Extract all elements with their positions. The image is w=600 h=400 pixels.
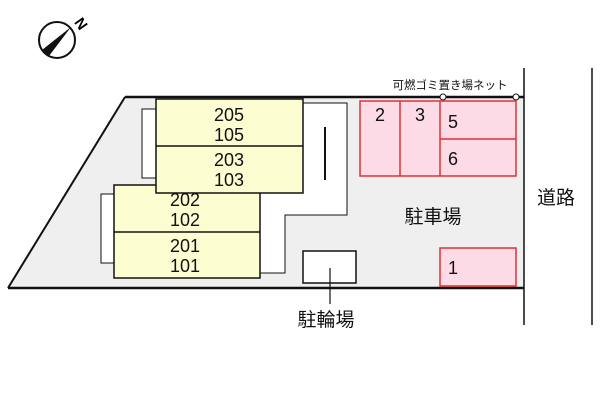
unit-203[interactable]: 203 bbox=[214, 150, 244, 170]
garbage-net-marker bbox=[512, 93, 520, 101]
parking-space-1[interactable] bbox=[439, 247, 517, 287]
lot-boundary-left bbox=[7, 96, 126, 289]
parking-space-3[interactable]: 3 bbox=[415, 105, 425, 125]
parking-space-5[interactable]: 5 bbox=[448, 112, 458, 132]
bicycle-parking-label: 駐輪場 bbox=[297, 309, 354, 331]
garbage-net-marker bbox=[439, 93, 447, 101]
unit-202[interactable]: 202 bbox=[170, 190, 200, 210]
unit-201[interactable]: 201 bbox=[170, 236, 200, 256]
parking-space-1-label[interactable]: 1 bbox=[448, 258, 458, 278]
parking-space-6[interactable]: 6 bbox=[448, 149, 458, 169]
unit-105[interactable]: 105 bbox=[214, 125, 244, 145]
building-upper: 205 105 203 103 bbox=[155, 98, 304, 194]
unit-101[interactable]: 101 bbox=[170, 256, 200, 276]
parking-label: 駐車場 bbox=[404, 206, 461, 228]
parking-space-2[interactable]: 2 bbox=[375, 105, 385, 125]
unit-102[interactable]: 102 bbox=[170, 210, 200, 230]
garbage-label: 可燃ゴミ置き場ネット bbox=[393, 78, 508, 92]
unit-205[interactable]: 205 bbox=[214, 105, 244, 125]
balcony bbox=[100, 193, 115, 264]
parking-spaces: 2 3 5 6 1 bbox=[359, 100, 517, 287]
building-lower: 202 102 201 101 bbox=[113, 184, 261, 279]
balcony bbox=[141, 108, 157, 179]
unit-103[interactable]: 103 bbox=[214, 170, 244, 190]
north-arrow-icon: N bbox=[38, 15, 91, 59]
road-label: 道路 bbox=[537, 187, 575, 209]
